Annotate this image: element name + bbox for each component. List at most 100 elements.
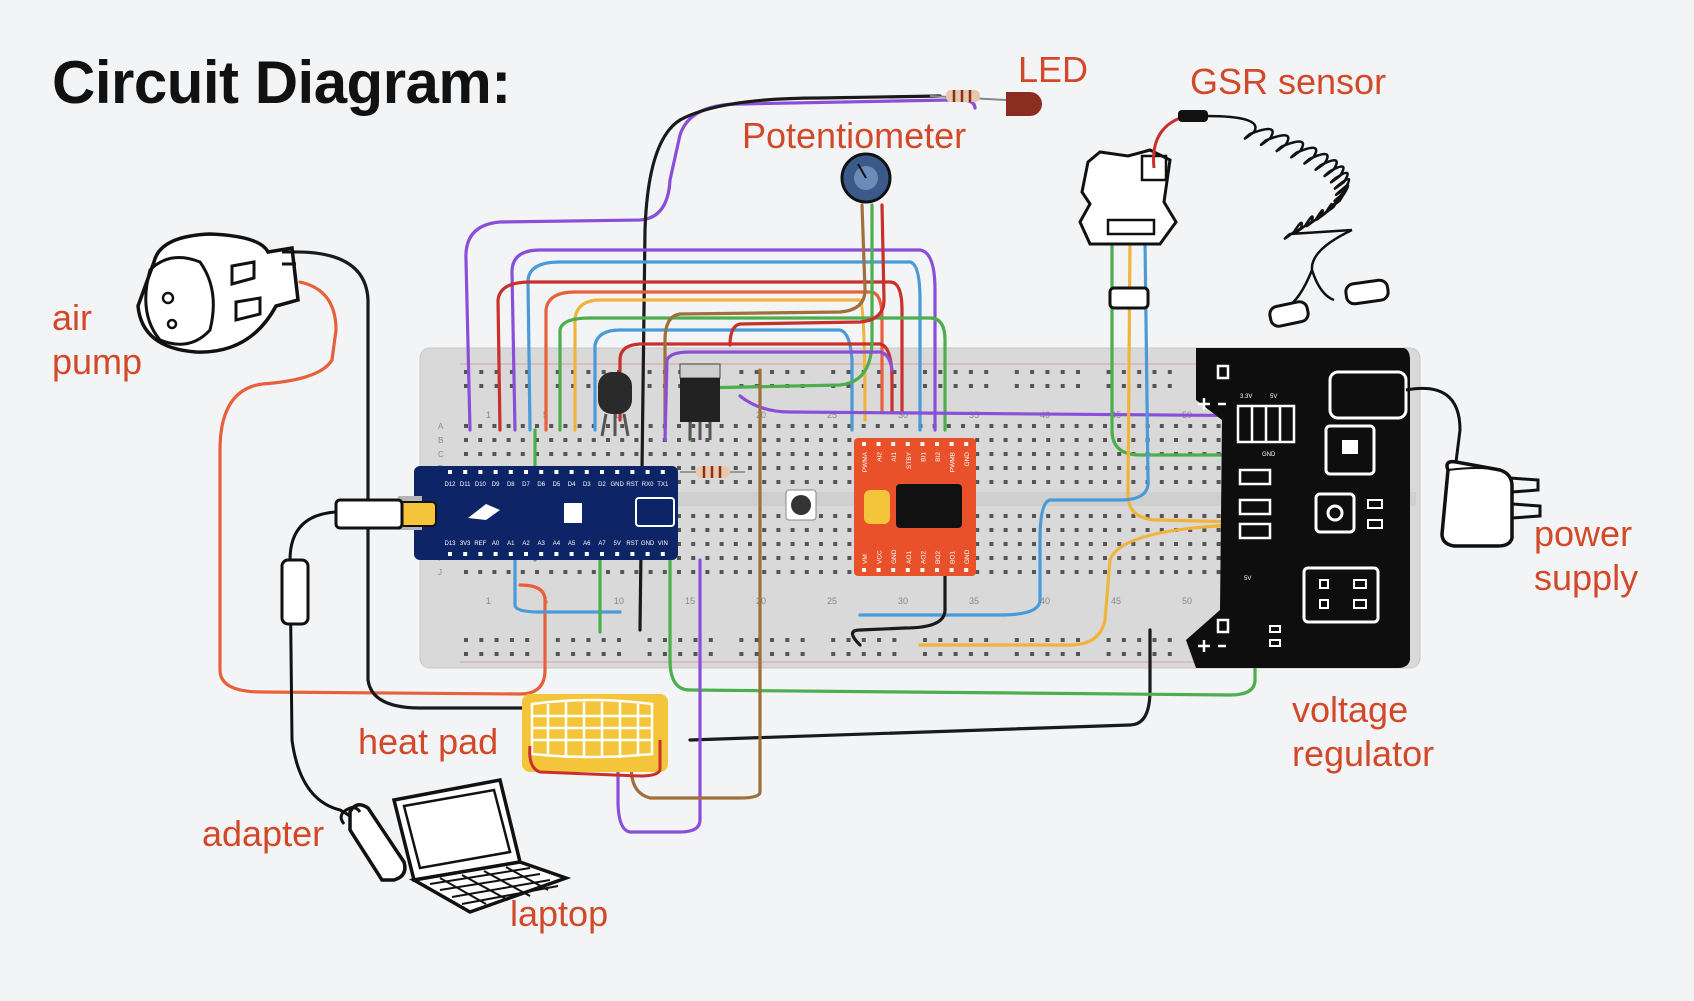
grid-hole	[819, 542, 823, 546]
driver-pin-label: BI2	[935, 452, 942, 462]
driver-pin	[862, 568, 866, 572]
grid-hole	[1216, 438, 1221, 442]
power-module-pot-knob	[1326, 504, 1344, 522]
grid-hole	[762, 542, 767, 546]
grid-hole	[677, 452, 681, 456]
grid-hole	[776, 570, 781, 574]
arduino-pin	[584, 552, 589, 556]
rail-hole	[1030, 370, 1035, 374]
grid-hole	[1046, 556, 1051, 560]
rail-hole	[1106, 384, 1111, 388]
grid-hole	[819, 514, 823, 518]
grid-hole	[1188, 528, 1193, 532]
rail-hole	[693, 638, 698, 642]
grid-hole	[478, 424, 483, 428]
grid-hole	[819, 480, 823, 484]
rail-hole	[877, 384, 882, 388]
driver-pin	[964, 568, 969, 572]
grid-hole	[606, 424, 610, 428]
grid-hole	[1017, 528, 1022, 532]
grid-hole	[833, 452, 838, 456]
grid-hole	[1117, 514, 1122, 518]
grid-hole	[1188, 556, 1193, 560]
grid-hole	[804, 480, 809, 484]
breadboard-column-number: 25	[827, 410, 837, 420]
grid-hole	[1117, 556, 1122, 560]
grid-hole	[691, 570, 696, 574]
rail-hole	[1045, 384, 1050, 388]
arduino-pin-label: GND	[611, 482, 625, 488]
arduino-pin-label: VIN	[658, 541, 668, 547]
rail-hole	[846, 384, 851, 388]
arduino-pin	[569, 470, 574, 474]
arduino-pin	[660, 552, 665, 556]
rail-hole	[800, 370, 805, 374]
grid-hole	[975, 556, 980, 560]
grid-hole	[1202, 514, 1207, 518]
grid-hole	[464, 438, 468, 442]
grid-hole	[1046, 424, 1051, 428]
adapter	[339, 803, 407, 882]
rail-hole	[464, 384, 468, 388]
breadboard-column-number: 10	[614, 596, 624, 606]
arduino-pin-label: GND	[641, 541, 655, 547]
arduino-pin-label: TX1	[657, 482, 669, 488]
arduino-pin-label: D2	[598, 482, 606, 488]
wire-yellow-gsr	[1126, 238, 1237, 524]
breadboard-column-number: 30	[898, 410, 908, 420]
arduino-reset-button	[635, 497, 675, 527]
grid-hole	[1017, 514, 1022, 518]
rail-hole	[586, 638, 591, 642]
grid-hole	[989, 424, 994, 428]
led-body	[1006, 92, 1042, 116]
grid-hole	[677, 570, 681, 574]
rail-hole	[617, 652, 621, 656]
wire-yellow-bottom	[918, 523, 1237, 647]
driver-pin	[920, 568, 925, 572]
driver-pin-label: AO2	[920, 551, 927, 564]
gsr-sensor-label: GSR sensor	[1190, 61, 1387, 102]
arduino-pin	[600, 552, 604, 556]
grid-hole	[520, 570, 525, 574]
arduino-pin-label: 5V	[614, 541, 621, 547]
grid-hole	[478, 438, 483, 442]
grid-hole	[1103, 542, 1107, 546]
grid-hole	[648, 452, 653, 456]
mosfet-body	[680, 378, 720, 422]
grid-hole	[705, 424, 710, 428]
grid-hole	[719, 424, 724, 428]
adapter-label: adapter	[202, 813, 325, 854]
grid-hole	[705, 570, 710, 574]
grid-hole	[790, 528, 795, 532]
rail-hole	[601, 370, 606, 374]
driver-pin	[905, 442, 910, 446]
arduino-pin	[539, 552, 544, 556]
grid-hole	[1060, 466, 1065, 470]
grid-hole	[620, 452, 625, 456]
grid-hole	[1003, 542, 1008, 546]
rail-hole	[953, 384, 958, 388]
grid-hole	[1159, 556, 1164, 560]
power-module-text: 5V	[1270, 394, 1277, 400]
grid-hole	[591, 438, 596, 442]
grid-hole	[1202, 438, 1207, 442]
arduino-pin-label: A6	[583, 541, 591, 547]
grid-hole	[1017, 556, 1022, 560]
grid-hole	[762, 570, 767, 574]
grid-hole	[1103, 514, 1107, 518]
rail-hole	[1076, 638, 1080, 642]
rail-hole	[1060, 652, 1065, 656]
grid-hole	[648, 438, 653, 442]
air-pump-pins	[230, 250, 296, 322]
rail-hole	[1106, 652, 1111, 656]
grid-hole	[790, 466, 795, 470]
grid-hole	[691, 480, 696, 484]
rail-hole	[647, 638, 652, 642]
grid-hole	[790, 556, 795, 560]
grid-hole	[1174, 438, 1178, 442]
grid-hole	[648, 570, 653, 574]
rail-hole	[831, 370, 836, 374]
rail-hole	[571, 652, 576, 656]
